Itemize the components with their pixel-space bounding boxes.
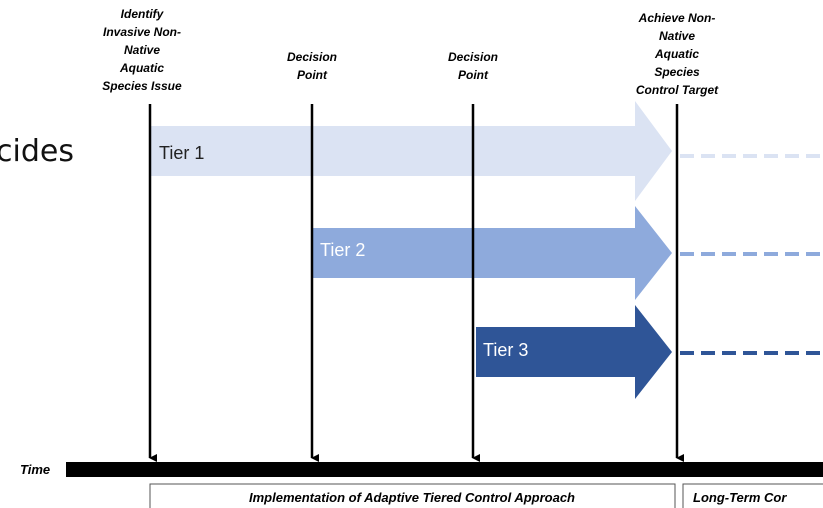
milestone-decision-2-line-1: Decision — [448, 50, 498, 64]
milestone-identify-line-1: Identify — [121, 7, 165, 21]
milestone-identify-line-2: Invasive Non- — [103, 25, 181, 39]
tier-2-arrow: Tier 2 — [313, 206, 672, 300]
milestone-decision-2-line-2: Point — [458, 68, 489, 82]
tier-2-label: Tier 2 — [320, 240, 365, 260]
long-term-phase-label: Long-Term Cor — [693, 490, 787, 505]
milestone-achieve-line-1: Achieve Non- — [638, 11, 716, 25]
milestone-achieve-line-5: Control Target — [636, 83, 719, 97]
milestone-identify-line-5: Species Issue — [102, 79, 182, 93]
milestone-decision-1-label: Decision Point — [287, 50, 337, 82]
milestone-identify-line-4: Aquatic — [119, 61, 164, 75]
implementation-phase-box — [149, 483, 676, 508]
tier-1-arrow: Tier 1 — [150, 101, 672, 201]
time-label: Time — [20, 462, 50, 477]
tier-2-arrow-shape — [313, 206, 672, 300]
tier-3-arrow: Tier 3 — [476, 305, 672, 399]
milestone-achieve-line-2: Native — [659, 29, 695, 43]
long-term-phase-box — [682, 483, 823, 508]
milestone-achieve-label: Achieve Non- Native Aquatic Species Cont… — [636, 11, 719, 97]
time-axis-bar — [66, 462, 823, 477]
milestone-decision-1-line-1: Decision — [287, 50, 337, 64]
implementation-phase-label: Implementation of Adaptive Tiered Contro… — [249, 490, 575, 505]
background-partial-text: cides — [0, 134, 74, 169]
tier-1-arrow-shape — [150, 101, 672, 201]
tier-1-label: Tier 1 — [159, 143, 204, 163]
tier-3-arrow-shape — [476, 305, 672, 399]
milestone-decision-1-line-2: Point — [297, 68, 328, 82]
milestone-achieve-line-4: Species — [654, 65, 700, 79]
milestone-identify-line-3: Native — [124, 43, 160, 57]
milestone-achieve-line-3: Aquatic — [654, 47, 699, 61]
tier-3-label: Tier 3 — [483, 340, 528, 360]
milestone-identify-label: Identify Invasive Non- Native Aquatic Sp… — [102, 7, 182, 93]
milestone-decision-2-label: Decision Point — [448, 50, 498, 82]
